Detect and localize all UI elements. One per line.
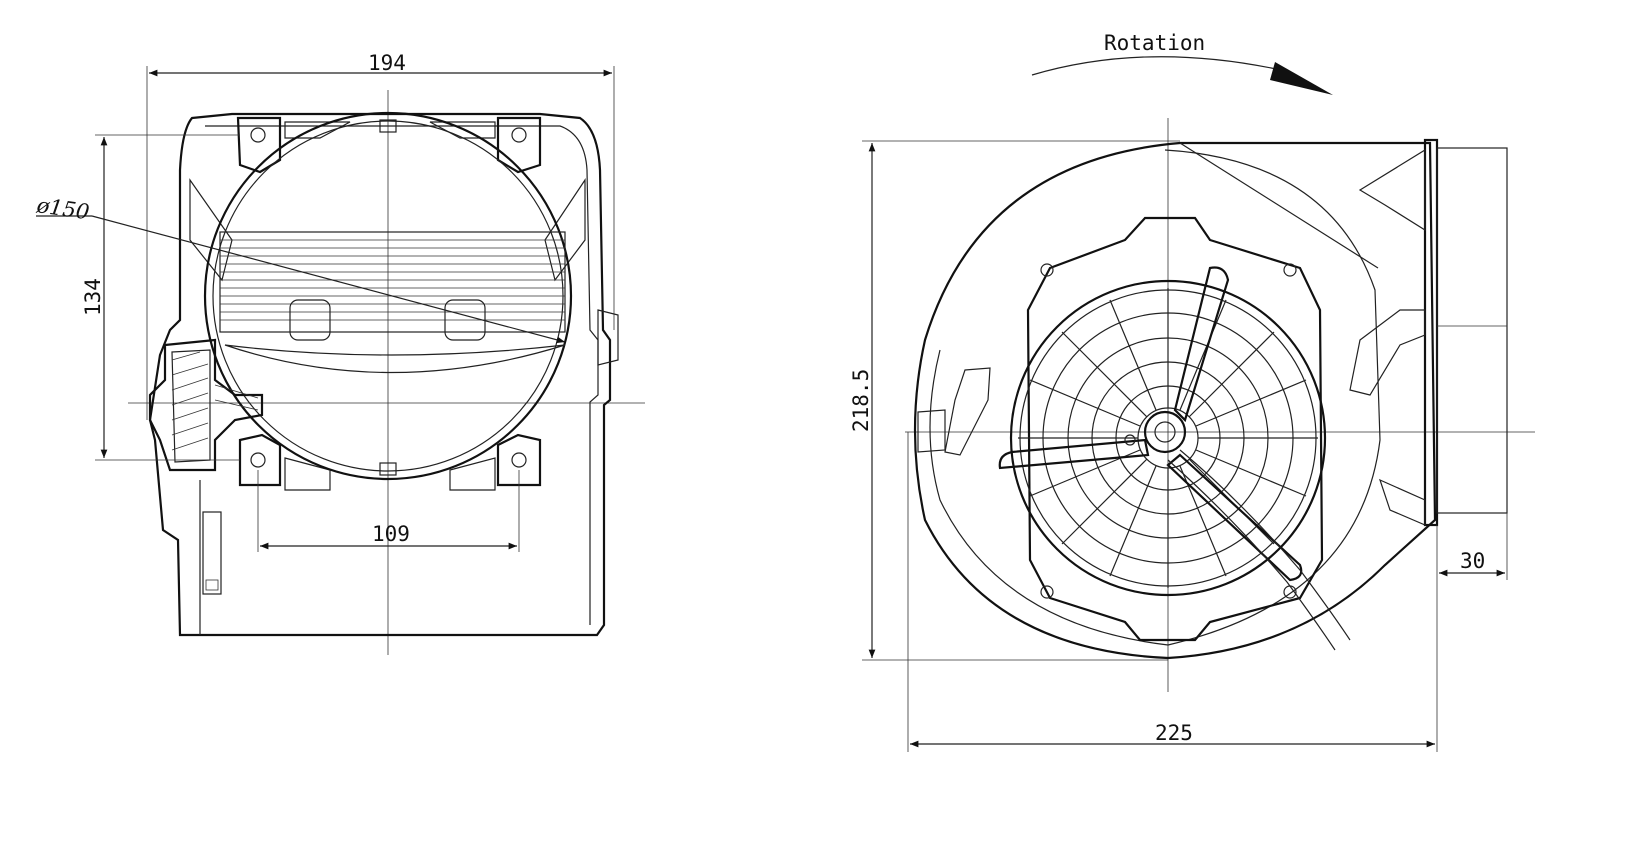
side-tab-right (1349, 309, 1426, 396)
side-view: Rotation (849, 31, 1535, 752)
side-tab-left-2 (917, 409, 946, 453)
connector-pin (205, 579, 219, 591)
rotation-label: Rotation (1104, 31, 1205, 55)
mount-hole-bottom-left (250, 452, 266, 468)
scroll-housing-inner (929, 149, 1381, 646)
dim-30: 30 (1438, 513, 1508, 580)
dim-225-label: 225 (1155, 721, 1193, 745)
rib-3 (284, 457, 331, 491)
scroll-housing (913, 141, 1437, 660)
connector-block (202, 511, 222, 595)
dim-194-label: 194 (368, 51, 406, 75)
shroud-hole-2 (1283, 263, 1297, 277)
mount-hole-top-left (250, 127, 266, 143)
side-tab-left-1 (944, 367, 991, 456)
housing-diagonal (1179, 142, 1379, 269)
mount-hole-bottom-right (511, 452, 527, 468)
dim-30-label: 30 (1460, 549, 1485, 573)
power-cable (1179, 449, 1351, 641)
impeller-blades (219, 231, 566, 374)
motor-shroud (1026, 216, 1324, 642)
cable-gland-section (148, 338, 264, 472)
rotation-indicator: Rotation (1031, 31, 1333, 95)
ring-tab-bottom (379, 462, 397, 476)
shroud-hole-3 (1040, 585, 1054, 599)
shroud-hole-1 (1040, 263, 1054, 277)
dim-218-5-label: 218.5 (849, 369, 873, 432)
dim-109: 109 (257, 470, 520, 552)
dim-134: 134 (81, 134, 240, 461)
dim-194: 194 (146, 51, 615, 420)
bracket-bottom-left (238, 433, 282, 487)
power-cable-outer (1167, 459, 1336, 651)
housing-outline (148, 112, 612, 637)
mount-hole-top-right (511, 127, 527, 143)
bracket-bottom-right (496, 433, 542, 487)
dim-218-5: 218.5 (849, 140, 1180, 661)
front-view: 194 134 ø150 109 (34, 51, 645, 655)
dim-225: 225 (907, 432, 1438, 752)
rib-4 (449, 457, 496, 491)
housing-inner-outline (205, 125, 599, 625)
motor-spider (998, 266, 1303, 582)
ring-tab-top (379, 119, 397, 133)
dim-134-label: 134 (81, 278, 105, 316)
side-clip-right (597, 309, 619, 366)
inlet-ring-outer (203, 111, 573, 481)
dim-109-label: 109 (372, 522, 410, 546)
rotation-arrowhead (1270, 62, 1333, 95)
bracket-top-right (496, 116, 542, 174)
dim-dia150-label: ø150 (34, 193, 91, 224)
